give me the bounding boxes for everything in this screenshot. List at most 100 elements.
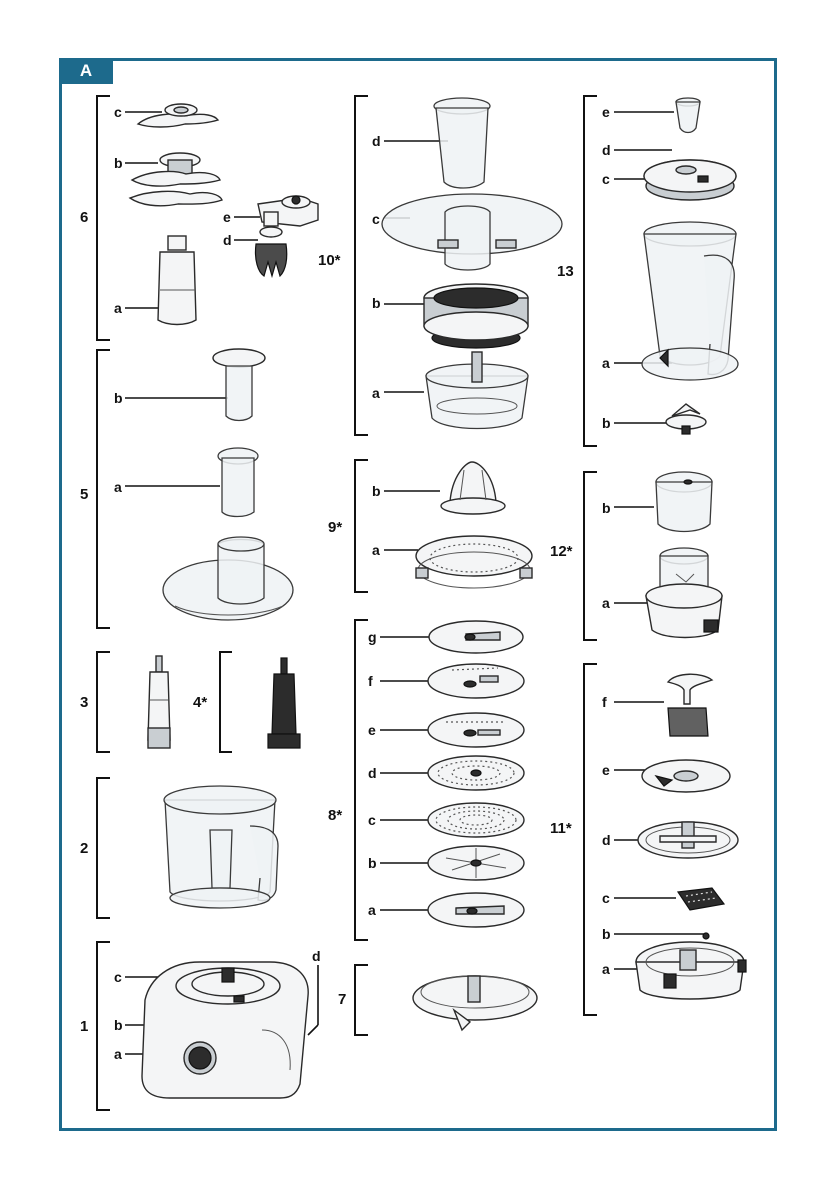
- label-6c: c: [114, 104, 122, 120]
- bracket-12: [583, 471, 597, 641]
- label-11b: b: [602, 926, 611, 942]
- label-8b: b: [368, 855, 377, 871]
- mill-lid-icon: [655, 471, 713, 533]
- motor-base-icon: [141, 961, 309, 1099]
- cutter-disc-icon: [637, 821, 739, 859]
- whisk-icon: [254, 226, 288, 279]
- blender-attachment-light-icon: [147, 655, 171, 749]
- blender-jug-icon: [641, 221, 739, 381]
- group-number-2: 2: [80, 840, 88, 857]
- juicer-lid-icon: [381, 193, 563, 271]
- section-tab: A: [59, 58, 113, 84]
- mill-container-icon: [645, 547, 723, 639]
- disc-f-icon: [427, 663, 525, 699]
- label-11c: c: [602, 890, 610, 906]
- disc-g-icon: [428, 620, 524, 654]
- label-6e: e: [223, 209, 231, 225]
- group-number-8: 8*: [328, 807, 342, 824]
- label-1b: b: [114, 1017, 123, 1033]
- group-number-9: 9*: [328, 519, 342, 536]
- pusher-large-icon: [212, 348, 266, 422]
- label-13b: b: [602, 415, 611, 431]
- juicer-bowl-icon: [425, 351, 529, 430]
- label-11f: f: [602, 694, 607, 710]
- group-number-3: 3: [80, 694, 88, 711]
- pusher-small-icon: [217, 447, 259, 518]
- label-8d: d: [368, 765, 377, 781]
- bracket-9: [354, 459, 368, 593]
- citrus-sieve-icon: [415, 535, 533, 589]
- label-12b: b: [602, 500, 611, 516]
- label-8c: c: [368, 812, 376, 828]
- label-8a: a: [368, 902, 376, 918]
- label-10b: b: [372, 295, 381, 311]
- disc-c-icon: [427, 802, 525, 838]
- disc-b-icon: [427, 845, 525, 881]
- bracket-8: [354, 619, 368, 941]
- group-number-13: 13: [557, 263, 574, 280]
- label-13e: e: [602, 104, 610, 120]
- blender-blade-icon: [665, 403, 707, 435]
- disc-holder-icon: [412, 975, 538, 1032]
- label-9a: a: [372, 542, 380, 558]
- dough-tool-icon: [666, 673, 714, 737]
- measuring-cup-icon: [675, 97, 701, 134]
- label-9b: b: [372, 483, 381, 499]
- label-5b: b: [114, 390, 123, 406]
- label-13c: c: [602, 171, 610, 187]
- group-number-12: 12*: [550, 543, 573, 560]
- label-8g: g: [368, 629, 377, 645]
- label-12a: a: [602, 595, 610, 611]
- lid-feed-tube-icon: [162, 536, 294, 621]
- bracket-3: [96, 651, 110, 753]
- group-number-1: 1: [80, 1018, 88, 1035]
- page-frame: [59, 58, 777, 1131]
- bracket-10: [354, 95, 368, 436]
- whisk-gearbox-icon: [257, 195, 319, 227]
- label-11a: a: [602, 961, 610, 977]
- label-8e: e: [368, 722, 376, 738]
- juicer-filter-icon: [423, 283, 529, 349]
- mixing-bowl-icon: [163, 785, 279, 909]
- label-10a: a: [372, 385, 380, 401]
- bracket-11: [583, 663, 597, 1016]
- blender-lid-icon: [643, 159, 737, 201]
- blender-attachment-dark-icon: [267, 657, 301, 749]
- label-6b: b: [114, 155, 123, 171]
- drive-shaft-icon: [157, 235, 197, 326]
- cutter-lid-icon: [641, 759, 731, 793]
- disc-e-icon: [427, 712, 525, 748]
- blade-double-icon: [128, 152, 223, 207]
- dicing-attachment-icon: [635, 932, 747, 1000]
- bracket-6: [96, 95, 110, 341]
- bracket-1: [96, 941, 110, 1111]
- blade-upper-icon: [136, 103, 220, 128]
- group-number-6: 6: [80, 209, 88, 226]
- bracket-2: [96, 777, 110, 919]
- citrus-cone-icon: [440, 461, 506, 515]
- label-10c: c: [372, 211, 380, 227]
- label-1c: c: [114, 969, 122, 985]
- label-6d: d: [223, 232, 232, 248]
- label-11d: d: [602, 832, 611, 848]
- label-1d: d: [312, 948, 321, 964]
- group-number-7: 7: [338, 991, 346, 1008]
- disc-a-icon: [427, 892, 525, 928]
- juicer-pusher-icon: [433, 97, 491, 189]
- label-5a: a: [114, 479, 122, 495]
- bracket-13: [583, 95, 597, 447]
- bracket-7: [354, 964, 368, 1036]
- label-13d: d: [602, 142, 611, 158]
- label-6a: a: [114, 300, 122, 316]
- bracket-5: [96, 349, 110, 629]
- group-number-10: 10*: [318, 252, 341, 269]
- disc-d-icon: [427, 755, 525, 791]
- group-number-11: 11*: [550, 820, 572, 837]
- label-10d: d: [372, 133, 381, 149]
- dicing-grid-icon: [676, 887, 726, 911]
- group-number-4: 4*: [193, 694, 207, 711]
- label-13a: a: [602, 355, 610, 371]
- group-number-5: 5: [80, 486, 88, 503]
- bracket-4: [219, 651, 232, 753]
